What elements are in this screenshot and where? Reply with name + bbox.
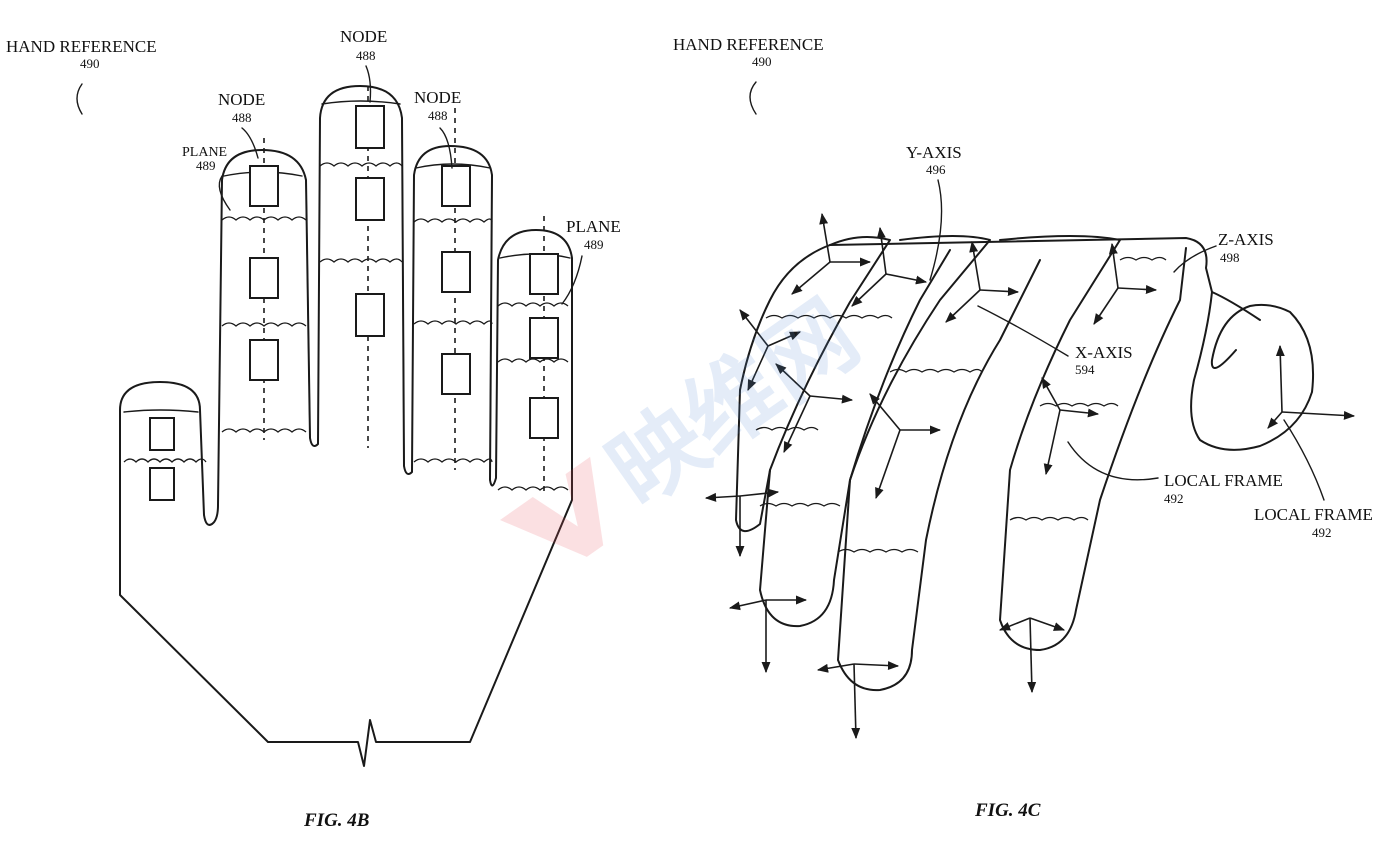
local-frame-label-b: LOCAL FRAME (1254, 505, 1373, 524)
finger-index-3d (759, 235, 951, 628)
y-axis-num: 496 (926, 162, 946, 177)
middle-node-2 (355, 177, 385, 221)
z-axis-num: 498 (1220, 250, 1240, 265)
middle-node-1 (355, 105, 385, 149)
index-node-2 (249, 257, 279, 299)
watermark-v-mark (500, 456, 604, 557)
fig-4c-labels: HAND REFERENCE 490 Y-AXIS 496 Z-AXIS 498… (673, 35, 1373, 821)
local-frame-num-b: 492 (1312, 525, 1332, 540)
hand-reference-num-4c: 490 (752, 54, 772, 69)
node-label-left: NODE (218, 90, 265, 109)
ring-node-2 (441, 251, 471, 293)
fig-4b-hand-drawing (76, 65, 583, 767)
hand-reference-label-4c: HAND REFERENCE (673, 35, 824, 54)
x-axis-label: X-AXIS (1075, 343, 1133, 362)
watermark-text: 映维网 (590, 281, 877, 527)
z-axis-label: Z-AXIS (1218, 230, 1274, 249)
caption-fig-4b: FIG. 4B (303, 810, 369, 831)
node-num-center: 488 (356, 48, 376, 63)
thumb-node-1 (149, 417, 175, 451)
pinky-node-3 (529, 397, 559, 439)
local-frame-axes (704, 212, 1356, 740)
hand-back-3d (735, 244, 831, 532)
node-num-right: 488 (428, 108, 448, 123)
leader-hand-ref-4b (76, 83, 83, 115)
local-frame-num-a: 492 (1164, 491, 1184, 506)
plane-label-right: PLANE (566, 217, 621, 236)
x-axis-num: 594 (1075, 362, 1095, 377)
hand-reference-label-4b: HAND REFERENCE (6, 37, 157, 56)
thumb-3d (1190, 291, 1315, 451)
node-label-right: NODE (414, 88, 461, 107)
plane-num-right: 489 (584, 237, 604, 252)
plane-label-left: PLANE (182, 145, 227, 160)
ring-node-3 (441, 353, 471, 395)
node-label-center: NODE (340, 27, 387, 46)
thumb-node-2 (149, 467, 175, 501)
pinky-node-2 (529, 317, 559, 359)
node-num-left: 488 (232, 110, 252, 125)
hand-reference-num-4b: 490 (80, 56, 100, 71)
caption-fig-4c: FIG. 4C (974, 800, 1041, 821)
index-node-1 (249, 165, 279, 207)
fig-4b-labels: HAND REFERENCE 490 NODE 488 NODE 488 NOD… (6, 27, 621, 831)
local-frame-label-a: LOCAL FRAME (1164, 471, 1283, 490)
index-node-3 (249, 339, 279, 381)
plane-num-left: 489 (196, 158, 216, 173)
fig-4c-hand-drawing (704, 81, 1356, 740)
hand-outline (119, 85, 573, 767)
middle-node-3 (355, 293, 385, 337)
finger-ring-3d (999, 235, 1187, 651)
y-axis-label: Y-AXIS (906, 143, 962, 162)
leader-hand-ref-4c (749, 81, 757, 115)
finger-middle-3d (837, 235, 1041, 692)
pinky-node-1 (529, 253, 559, 295)
ring-node-1 (441, 165, 471, 207)
